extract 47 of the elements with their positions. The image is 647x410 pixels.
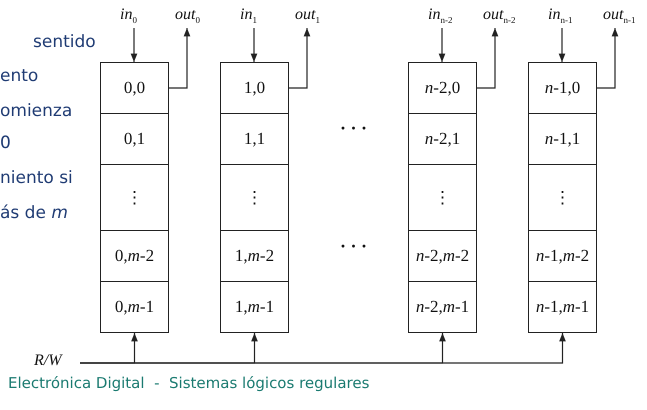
body-text: sentido — [33, 32, 96, 52]
memory-cell: n-2,m-1 — [408, 281, 477, 333]
signal-label: out$_{n-2}$ — [483, 6, 516, 26]
body-text: niento si — [0, 168, 73, 188]
memory-cell: n-1,m-1 — [528, 281, 597, 333]
arrow — [289, 28, 310, 89]
memory-cell: 1,0 — [220, 62, 289, 114]
memory-cell: 0,1 — [100, 113, 169, 165]
memory-cell: n-2,0 — [408, 62, 477, 114]
body-text: ento — [0, 66, 38, 86]
arrow — [477, 28, 498, 89]
arrow — [438, 28, 446, 62]
signal-label: in$_{1}$ — [240, 6, 257, 26]
memory-cell: 0,0 — [100, 62, 169, 114]
memory-cell: ⋮ — [528, 164, 597, 231]
memory-cell: n-2,m-2 — [408, 230, 477, 282]
signal-label: in$_{n-2}$ — [428, 6, 452, 26]
memory-cell: n-2,1 — [408, 113, 477, 165]
body-text: 0 — [0, 133, 11, 153]
body-text: omienza — [0, 101, 72, 121]
memory-cell: ⋮ — [220, 164, 289, 231]
arrow — [169, 28, 190, 89]
signal-label: in$_{n-1}$ — [548, 6, 572, 26]
memory-cell: 0,m-2 — [100, 230, 169, 282]
memory-cell: n-1,m-2 — [528, 230, 597, 282]
body-text: ás de m — [0, 203, 68, 223]
arrow — [250, 28, 258, 62]
memory-cell: 0,m-1 — [100, 281, 169, 333]
memory-cell: n-1,1 — [528, 113, 597, 165]
signal-label: in$_{0}$ — [120, 6, 137, 26]
signal-label: R/W — [34, 352, 62, 370]
footer-text: Electrónica Digital - Sistemas lógicos regulares — [8, 374, 370, 392]
arrow — [130, 28, 138, 62]
bus-arrow — [80, 333, 566, 364]
ellipsis: · · · — [340, 118, 368, 139]
memory-cell: ⋮ — [100, 164, 169, 231]
ellipsis: · · · — [340, 236, 368, 257]
memory-cell: 1,m-2 — [220, 230, 289, 282]
arrow — [558, 28, 566, 62]
memory-cell: 1,1 — [220, 113, 289, 165]
signal-label: out$_{0}$ — [175, 6, 200, 26]
signal-label: out$_{1}$ — [295, 6, 320, 26]
memory-cell: ⋮ — [408, 164, 477, 231]
memory-cell: n-1,0 — [528, 62, 597, 114]
signal-label: out$_{n-1}$ — [603, 6, 636, 26]
memory-cell: 1,m-1 — [220, 281, 289, 333]
arrow — [597, 28, 618, 89]
